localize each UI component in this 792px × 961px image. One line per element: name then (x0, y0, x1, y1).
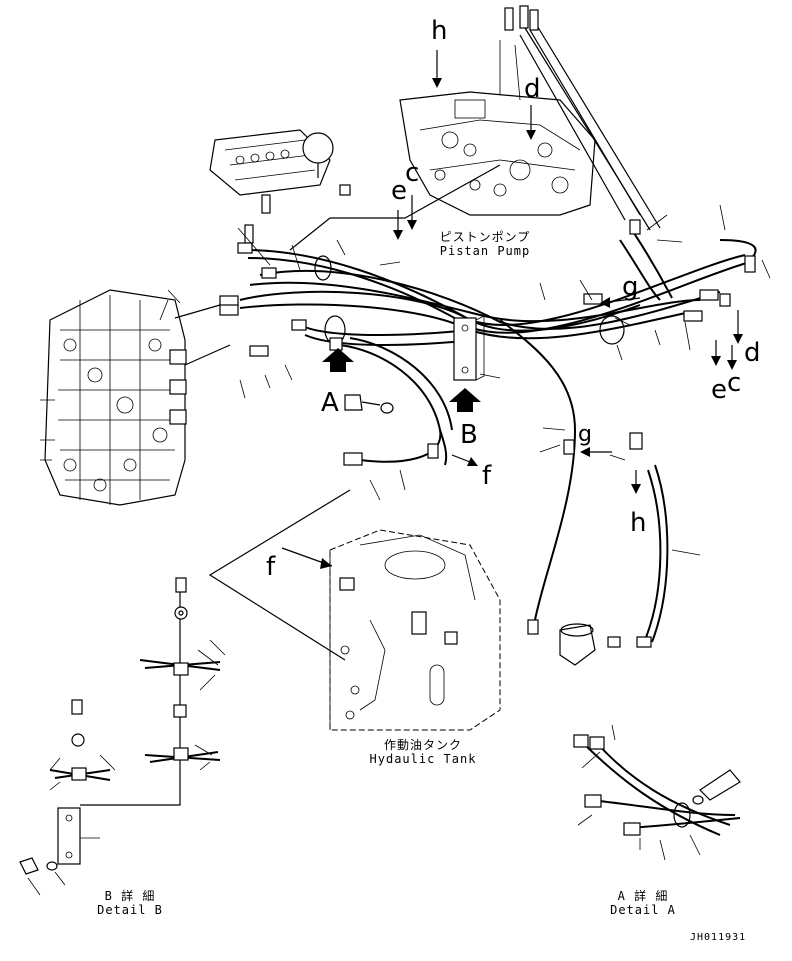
detail-a (573, 724, 741, 861)
arrow-a (322, 348, 354, 372)
detail-b-caption-jp: B 詳 細 (104, 889, 156, 903)
bracket-b (453, 315, 485, 381)
label-g-mid: g (578, 422, 592, 447)
label-f-mid: f (482, 461, 492, 491)
detail-b (19, 577, 226, 896)
label-g-top: g (622, 272, 639, 302)
label-c-top: c (405, 158, 420, 188)
label-a: A (321, 388, 339, 418)
arrow-b (449, 388, 481, 412)
detail-a-caption-jp: A 詳 細 (617, 889, 669, 903)
label-h-top: h (431, 16, 448, 46)
label-b: B (460, 420, 478, 450)
pump-caption-en: Pistan Pump (439, 244, 531, 258)
pump-hose (499, 319, 669, 666)
return-hose (329, 337, 453, 466)
label-c-right: c (727, 368, 742, 398)
pump-caption-jp: ピストンポンプ (439, 230, 531, 244)
leader-lines (159, 164, 771, 556)
label-e-right: e (711, 375, 727, 405)
hydraulic-tank (329, 529, 501, 731)
detail-a-caption-en: Detail A (610, 903, 676, 917)
label-d-top: d (524, 74, 541, 104)
piston-pump (399, 5, 661, 231)
label-d-right: d (744, 338, 761, 368)
control-valve (40, 289, 187, 506)
tank-caption: 作動油タンク Hydaulic Tank (358, 738, 488, 766)
drawing-code: JH011931 (690, 932, 747, 943)
label-h-mid: h (630, 508, 647, 538)
detail-b-caption: B 詳 細 Detail B (90, 889, 170, 917)
callout-arrows (393, 50, 743, 494)
detail-b-caption-en: Detail B (97, 903, 163, 917)
pump-caption: ピストンポンプ Pistan Pump (430, 230, 540, 258)
tank-caption-en: Hydaulic Tank (369, 752, 477, 766)
label-f-tank: f (266, 552, 276, 582)
label-e-top: e (391, 176, 407, 206)
detail-a-caption: A 詳 細 Detail A (603, 889, 683, 917)
tank-caption-jp: 作動油タンク (383, 738, 462, 752)
pilot-valve (209, 129, 351, 244)
